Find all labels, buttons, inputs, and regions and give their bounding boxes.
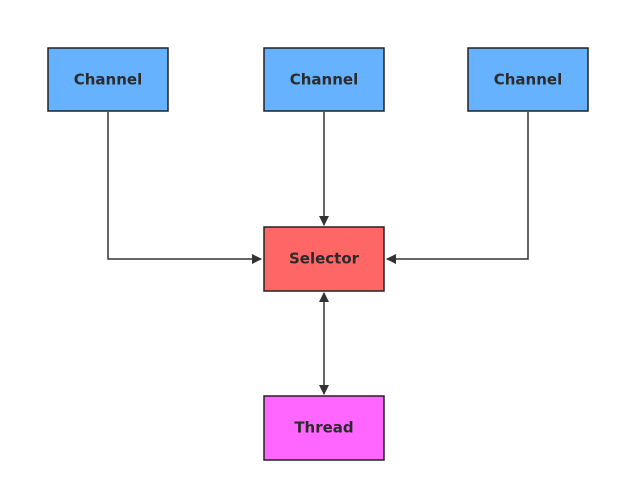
edges	[107, 112, 529, 395]
node-label: Thread	[294, 419, 353, 437]
node-channel-center[interactable]: Channel	[263, 47, 385, 112]
node-label: Channel	[290, 71, 358, 89]
edge-channel-left-to-selector	[107, 112, 262, 264]
node-box	[263, 395, 385, 461]
node-box	[263, 226, 385, 292]
edge-channel-right-to-selector	[386, 112, 529, 264]
node-label: Channel	[74, 71, 142, 89]
node-channel-left[interactable]: Channel	[47, 47, 169, 112]
node-label: Channel	[494, 71, 562, 89]
node-box	[47, 47, 169, 112]
node-selector[interactable]: Selector	[263, 226, 385, 292]
node-box	[467, 47, 589, 112]
node-label: Selector	[289, 250, 360, 268]
node-box	[263, 47, 385, 112]
node-channel-right[interactable]: Channel	[467, 47, 589, 112]
node-thread[interactable]: Thread	[263, 395, 385, 461]
